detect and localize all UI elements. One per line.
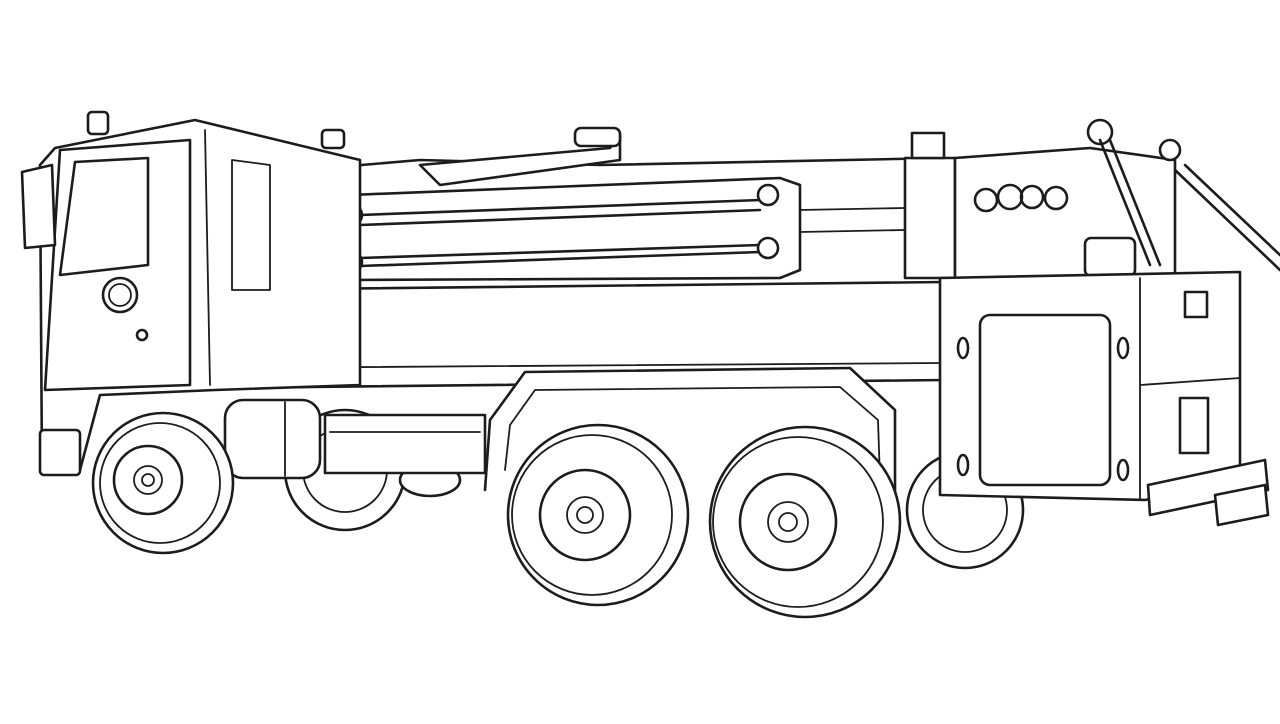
rear-wheel-back — [708, 425, 902, 619]
winch-block — [953, 146, 1177, 280]
crane-assembly — [243, 118, 1280, 292]
rear-wheel-front — [506, 423, 690, 607]
fuel-tank — [223, 398, 322, 480]
side-mirror — [20, 163, 57, 250]
cab — [20, 110, 362, 477]
front-wheel — [91, 411, 235, 555]
logo-emblem — [101, 276, 139, 314]
cab-window — [58, 156, 150, 277]
pulley-icon — [1086, 118, 1114, 146]
side-step — [323, 413, 487, 475]
rear-bumper — [1146, 458, 1270, 517]
tow-cable — [1098, 138, 1152, 267]
storage-door — [978, 313, 1112, 487]
rear-compartment — [938, 270, 1270, 527]
front-bumper — [38, 428, 82, 477]
tow-hitch — [1178, 396, 1210, 455]
hydraulic-rod — [358, 198, 762, 217]
handle — [1183, 290, 1209, 319]
tow-cable — [1173, 168, 1280, 272]
hydraulic-rod — [358, 243, 762, 260]
